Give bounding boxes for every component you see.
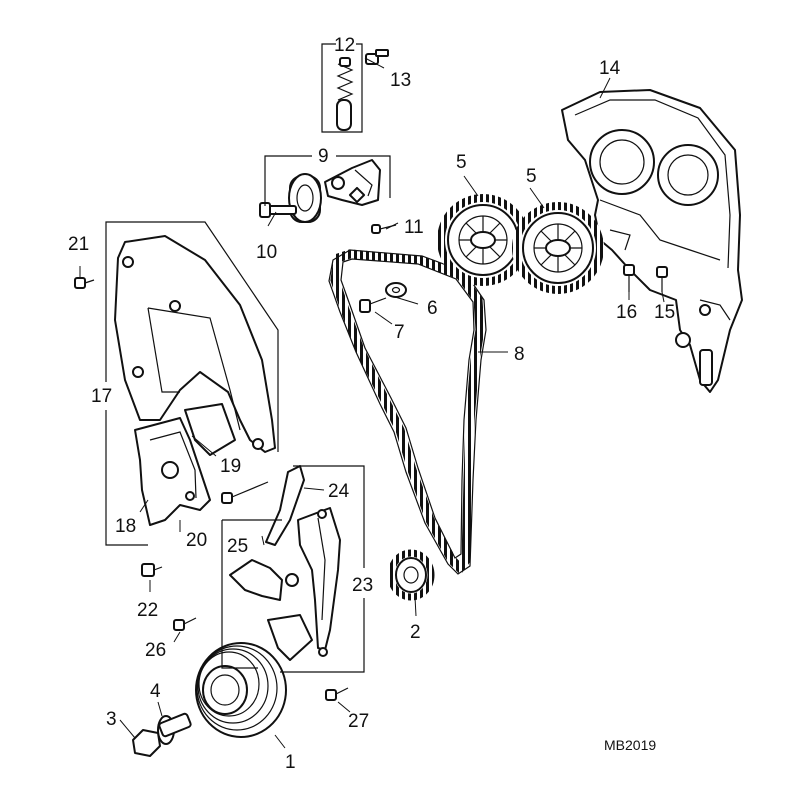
group-frame-9	[264, 155, 391, 206]
callout-16: 16	[616, 302, 637, 323]
callout-12: 12	[334, 35, 355, 56]
lower-cover-25	[229, 559, 313, 661]
callout-13: 13	[390, 70, 411, 91]
tensioner-spring-plunger	[336, 57, 354, 131]
bolt-13	[365, 49, 389, 65]
callout-14: 14	[599, 58, 621, 79]
callout-8: 8	[514, 344, 525, 365]
tensioner-bolt	[259, 202, 297, 218]
group-frame-23	[221, 465, 365, 673]
callout-27: 27	[348, 711, 369, 732]
front-timing-cover-lower	[134, 417, 211, 526]
cover-seal-19	[184, 403, 236, 456]
callout-19: 19	[220, 456, 241, 477]
crankshaft-pulley	[195, 642, 287, 738]
callout-17: 17	[91, 386, 112, 407]
callout-21: 21	[68, 234, 89, 255]
crankshaft-bolt	[132, 712, 192, 757]
callout-18: 18	[115, 516, 136, 537]
front-timing-cover-upper	[114, 235, 276, 453]
guide-strip-24	[265, 465, 305, 546]
tensioner-assembly	[288, 159, 381, 223]
callout-6: 6	[427, 298, 438, 319]
callout-24: 24	[328, 481, 350, 502]
leader-lines	[79, 57, 665, 749]
bolt-20	[221, 481, 269, 504]
callout-20: 20	[186, 530, 207, 551]
bolt-7	[359, 297, 387, 313]
callout-15: 15	[654, 302, 675, 323]
bolt-21	[74, 277, 95, 289]
callout-4: 4	[150, 681, 161, 702]
callout-23: 23	[352, 575, 373, 596]
lower-cover-bracket-23	[297, 507, 341, 657]
group-frame-12	[321, 43, 363, 133]
idler-pulley	[387, 549, 435, 601]
callout-11: 11	[404, 217, 424, 238]
camshaft-sprocket-right	[512, 202, 604, 294]
callout-10: 10	[256, 242, 277, 263]
rear-timing-cover	[561, 89, 743, 393]
bolt-16	[623, 264, 635, 292]
group-frame-17	[105, 221, 279, 546]
callout-5-left: 5	[456, 152, 467, 173]
callout-3: 3	[106, 709, 117, 730]
washer-6	[385, 282, 407, 298]
callout-9: 9	[318, 146, 329, 167]
bolt-26	[173, 617, 197, 631]
timing-belt	[328, 249, 487, 575]
bolt-27	[325, 687, 349, 701]
callout-7: 7	[394, 322, 405, 343]
reference-code: MB2019	[604, 737, 656, 753]
bolt-22	[141, 563, 163, 577]
callout-5-right: 5	[526, 166, 537, 187]
callout-22: 22	[137, 600, 158, 621]
bolt-15	[656, 266, 668, 292]
callout-26: 26	[145, 640, 166, 661]
callout-2: 2	[410, 622, 421, 643]
camshaft-sprocket-left	[437, 194, 529, 286]
callout-25: 25	[227, 536, 248, 557]
callout-1: 1	[285, 752, 296, 773]
